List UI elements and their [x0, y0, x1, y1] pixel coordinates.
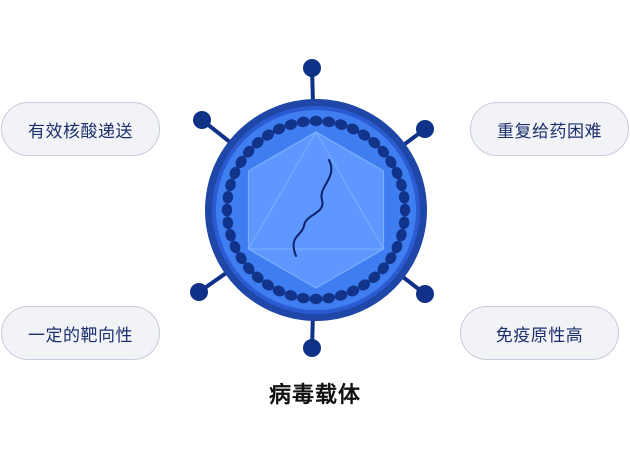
- membrane-bead: [242, 145, 255, 158]
- membrane-bead: [346, 285, 360, 297]
- membrane-bead: [235, 155, 247, 168]
- membrane-bead: [358, 129, 371, 141]
- membrane-bead: [322, 116, 336, 128]
- membrane-bead: [284, 290, 298, 301]
- membrane-bead: [229, 166, 241, 180]
- membrane-bead: [385, 252, 397, 265]
- spike-knob: [190, 283, 208, 301]
- capsid-facet-line: [248, 131, 317, 172]
- membrane-bead: [225, 228, 236, 242]
- capsid-facet-line: [315, 131, 384, 172]
- membrane-bead: [322, 292, 336, 304]
- membrane-bead: [296, 292, 310, 304]
- capsid-facets: [247, 131, 385, 289]
- diagram-caption: 病毒载体: [268, 383, 361, 408]
- spike-knob: [303, 59, 321, 77]
- feature-pill-targeting: 一定的靶向性: [1, 306, 160, 360]
- feature-label: 有效核酸递送: [28, 121, 133, 142]
- membrane-bead: [235, 252, 247, 265]
- membrane-bead: [385, 155, 397, 168]
- membrane-bead: [391, 240, 403, 254]
- feature-pill-immunogenicity: 免疫原性高: [460, 306, 619, 360]
- feature-label: 重复给药困难: [497, 121, 602, 142]
- membrane-bead: [358, 279, 371, 291]
- membrane-bead: [368, 136, 381, 149]
- membrane-bead: [398, 190, 410, 204]
- membrane-bead: [368, 271, 381, 284]
- genome-strand: [292, 159, 333, 257]
- membrane-bead: [251, 271, 264, 284]
- membrane-bead: [242, 262, 255, 275]
- membrane-bead: [346, 123, 360, 135]
- membrane-bead: [261, 129, 274, 141]
- membrane-bead: [309, 293, 323, 305]
- membrane-bead: [222, 216, 234, 230]
- spike-knob: [416, 120, 434, 138]
- feature-pill-effective-delivery: 有效核酸递送: [1, 102, 160, 156]
- membrane-bead: [222, 190, 234, 204]
- spike-knob: [303, 339, 321, 357]
- membrane-bead: [377, 145, 390, 158]
- capsid-facet-line: [315, 248, 384, 289]
- membrane-bead: [309, 115, 323, 127]
- membrane-bead: [334, 290, 348, 301]
- spike-knob: [416, 285, 434, 303]
- membrane-bead: [399, 203, 411, 217]
- feature-label: 一定的靶向性: [28, 325, 133, 346]
- capsid-facet-line: [315, 131, 384, 250]
- membrane-bead: [396, 178, 407, 192]
- membrane-bead: [296, 116, 310, 128]
- membrane-bead: [284, 119, 298, 130]
- membrane-bead: [334, 119, 348, 130]
- membrane-beads: [221, 115, 411, 305]
- spike-knob: [193, 111, 211, 129]
- membrane-bead: [391, 166, 403, 180]
- capsid-facet-line: [248, 131, 317, 250]
- feature-label: 免疫原性高: [495, 325, 584, 346]
- membrane-bead: [377, 262, 390, 275]
- membrane-bead: [221, 203, 233, 217]
- membrane-bead: [398, 216, 410, 230]
- membrane-bead: [396, 228, 407, 242]
- capsid-facet-line: [248, 248, 317, 289]
- feature-pill-repeat-dosing: 重复给药困难: [470, 102, 629, 156]
- membrane-bead: [225, 178, 236, 192]
- membrane-bead: [251, 136, 264, 149]
- membrane-bead: [229, 240, 241, 254]
- membrane-bead: [272, 123, 286, 135]
- membrane-bead: [261, 279, 274, 291]
- membrane-bead: [272, 285, 286, 297]
